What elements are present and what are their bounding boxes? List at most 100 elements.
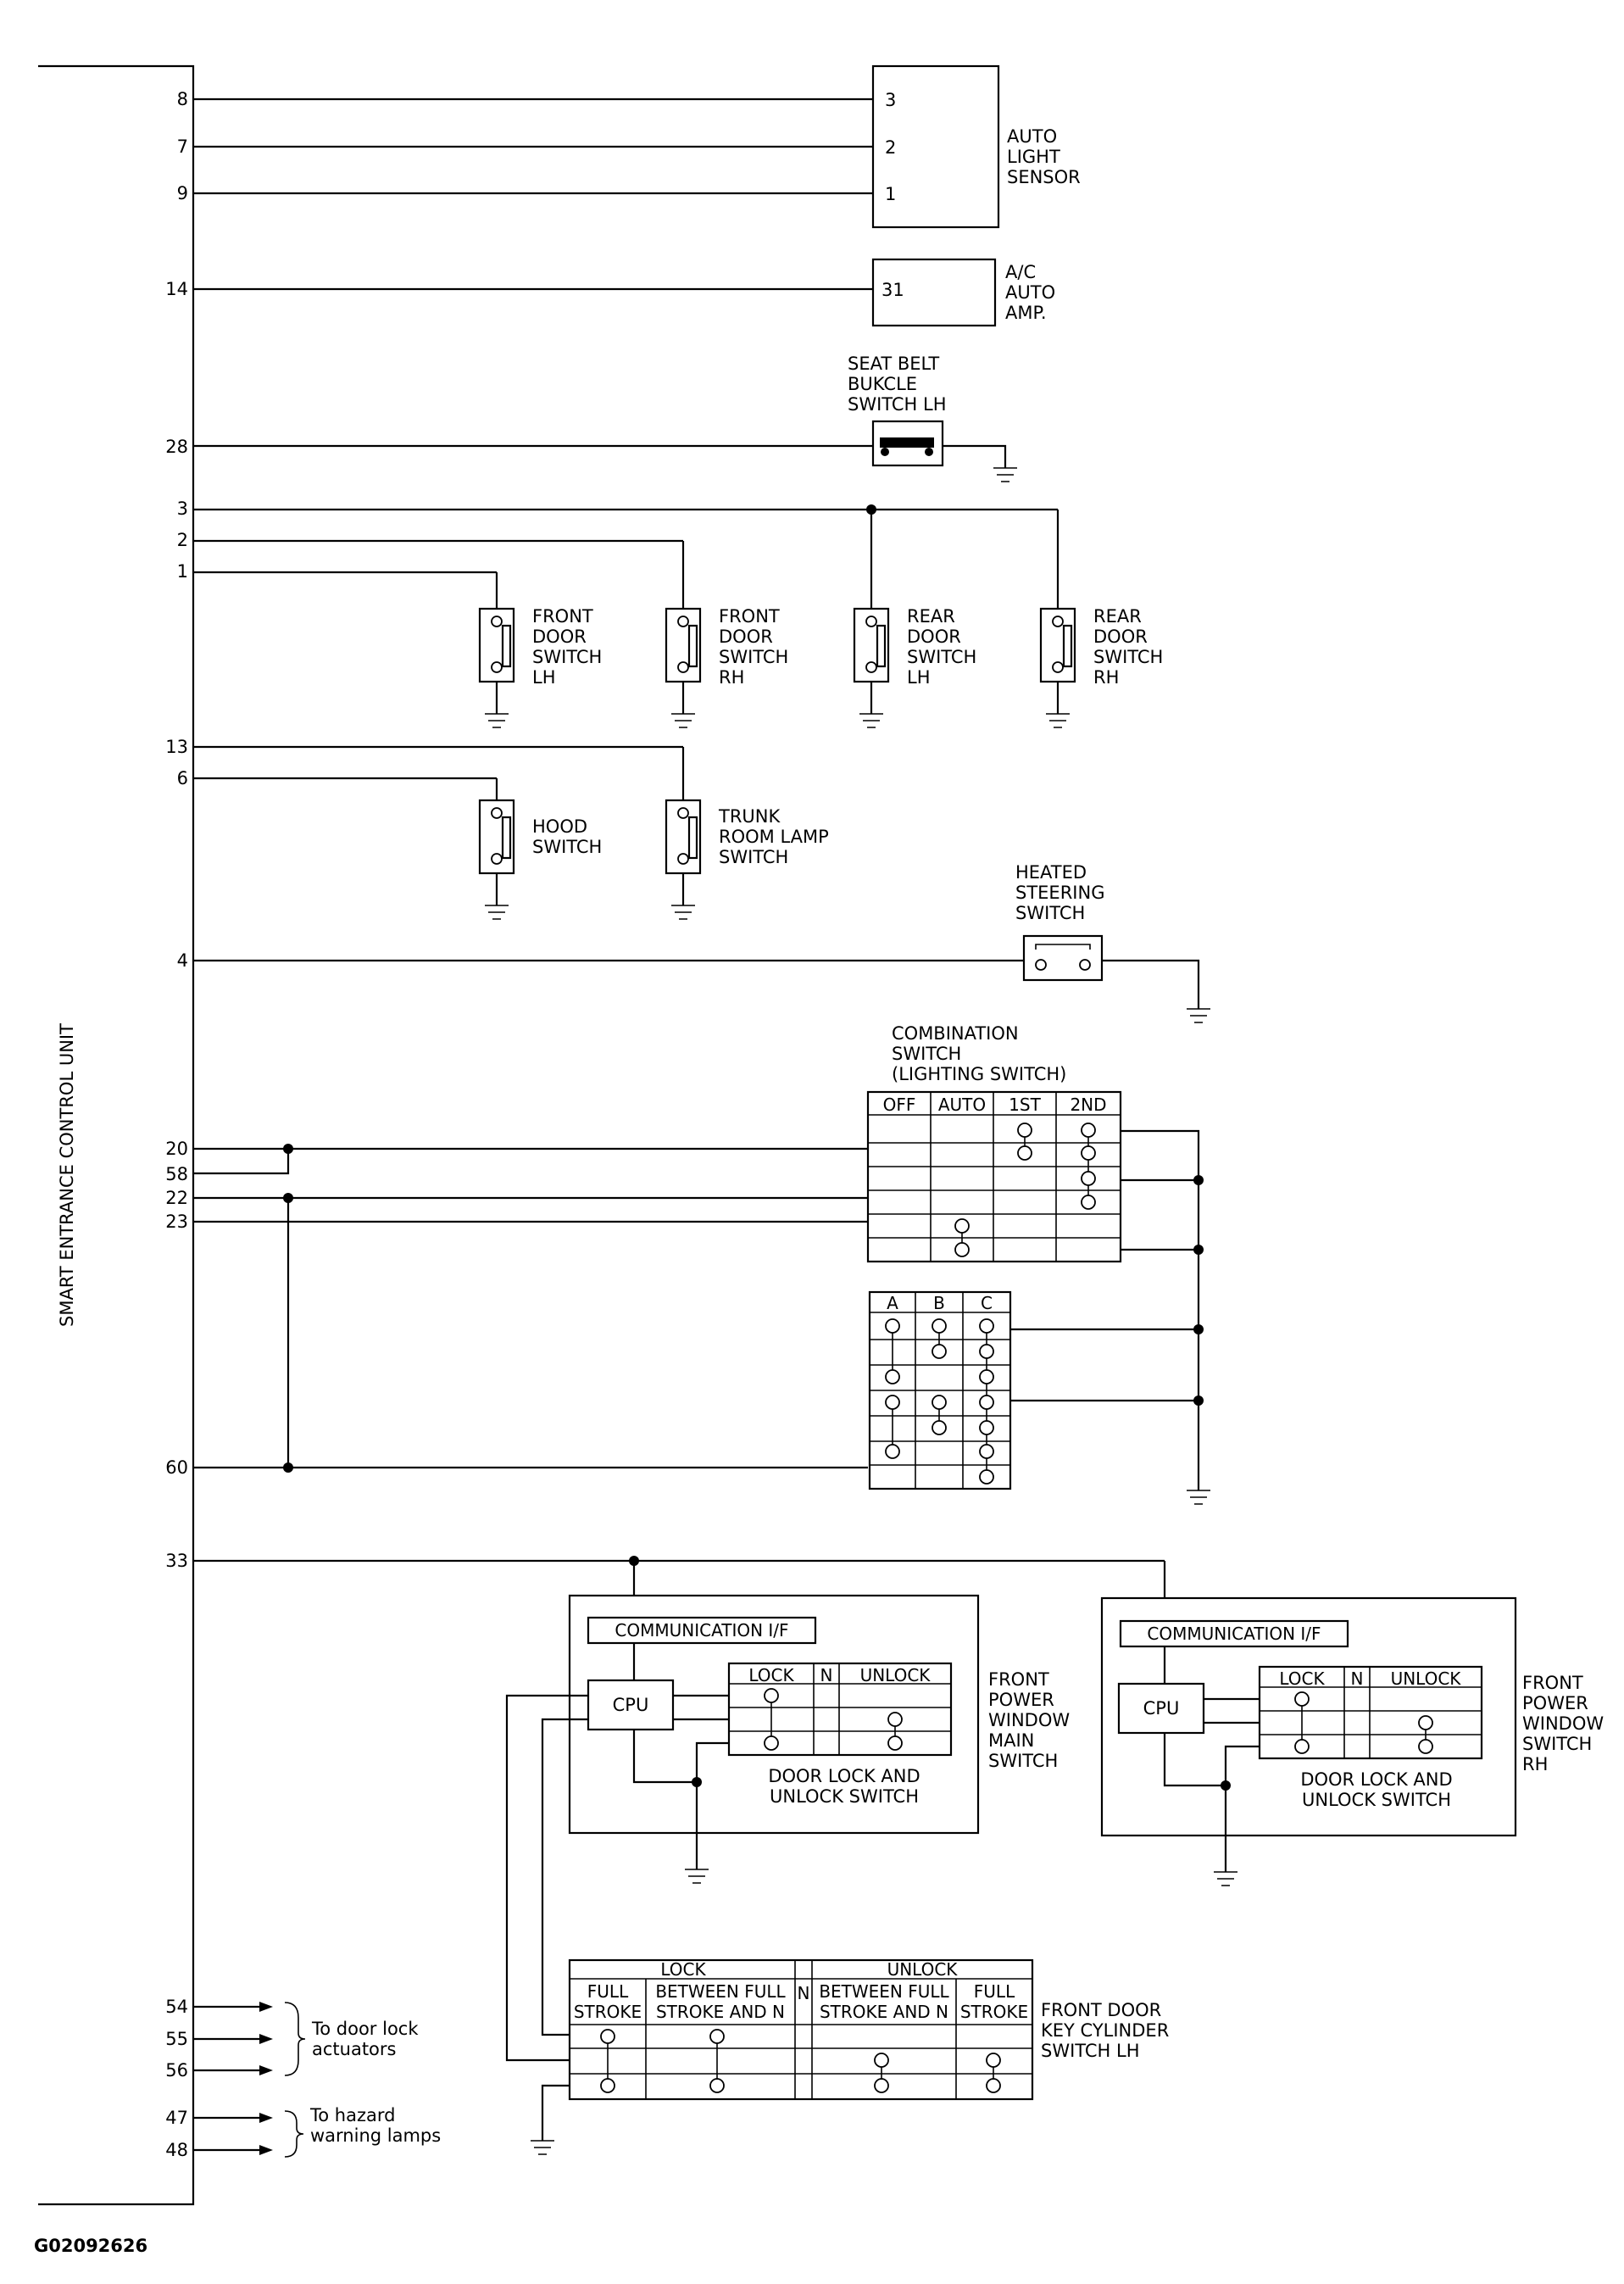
svg-text:STROKE: STROKE bbox=[960, 2002, 1028, 2022]
svg-text:DOOR: DOOR bbox=[907, 627, 961, 647]
svg-text:SWITCH: SWITCH bbox=[892, 1044, 961, 1064]
pin-4: 4 bbox=[177, 950, 188, 971]
main-comm-label: COMMUNICATION I/F bbox=[615, 1620, 788, 1641]
svg-text:N: N bbox=[820, 1665, 833, 1685]
svg-text:LOCK: LOCK bbox=[660, 1959, 706, 1980]
sensor-terminal-3: 3 bbox=[885, 90, 896, 110]
svg-text:HOOD: HOOD bbox=[532, 816, 587, 837]
pin-9: 9 bbox=[177, 183, 188, 203]
control-unit-outline bbox=[38, 64, 195, 2206]
door-lock-outputs: To door lock actuators bbox=[193, 2002, 419, 2076]
svg-text:STROKE AND N: STROKE AND N bbox=[820, 2002, 948, 2022]
combination-switch-wiring bbox=[193, 1144, 868, 1473]
trunk-room-lamp-switch: TRUNK ROOM LAMP SWITCH bbox=[665, 799, 829, 920]
svg-text:RH: RH bbox=[1093, 667, 1119, 688]
door-lock-note-2: actuators bbox=[312, 2039, 396, 2059]
svg-text:FRONT DOOR: FRONT DOOR bbox=[1041, 2000, 1161, 2020]
svg-text:SWITCH LH: SWITCH LH bbox=[1041, 2041, 1140, 2061]
svg-text:RH: RH bbox=[719, 667, 744, 688]
svg-text:SWITCH: SWITCH bbox=[988, 1751, 1058, 1771]
svg-text:WINDOW: WINDOW bbox=[988, 1710, 1070, 1730]
svg-text:DOOR LOCK AND: DOOR LOCK AND bbox=[768, 1766, 920, 1786]
svg-text:SWITCH: SWITCH bbox=[907, 647, 976, 667]
svg-text:SWITCH: SWITCH bbox=[532, 837, 602, 857]
svg-text:SWITCH: SWITCH bbox=[719, 847, 788, 867]
rear-door-switch-lh: REAR DOOR SWITCH LH bbox=[853, 606, 976, 728]
amp-terminal-31: 31 bbox=[882, 280, 904, 300]
svg-text:TRUNK: TRUNK bbox=[718, 806, 781, 827]
svg-text:LH: LH bbox=[907, 667, 931, 688]
combination-ground-bus bbox=[1010, 1129, 1210, 1505]
svg-text:FRONT: FRONT bbox=[1522, 1673, 1583, 1693]
sensor-label-2: LIGHT bbox=[1007, 147, 1060, 167]
svg-text:POWER: POWER bbox=[1522, 1693, 1588, 1713]
svg-text:FULL: FULL bbox=[974, 1981, 1015, 2002]
hazard-outputs: To hazard warning lamps bbox=[193, 2105, 441, 2158]
svg-text:UNLOCK SWITCH: UNLOCK SWITCH bbox=[770, 1786, 919, 1807]
front-power-window-main-switch: COMMUNICATION I/F CPU LOCK N UNLOCK DOOR… bbox=[568, 1594, 1070, 1884]
pin-14: 14 bbox=[165, 279, 188, 299]
svg-text:N: N bbox=[798, 1983, 810, 2003]
combination-switch-label: COMBINATION SWITCH (LIGHTING SWITCH) bbox=[892, 1023, 1066, 1084]
front-door-switch-lh: FRONT DOOR SWITCH LH bbox=[478, 606, 602, 728]
svg-text:STEERING: STEERING bbox=[1015, 883, 1104, 903]
front-power-window-switch-rh: COMMUNICATION I/F CPU LOCK N UNLOCK DOOR… bbox=[1100, 1596, 1604, 1886]
svg-text:REAR: REAR bbox=[907, 606, 955, 627]
pin-8: 8 bbox=[177, 89, 188, 109]
sensor-terminal-1: 1 bbox=[885, 184, 896, 204]
pin-22: 22 bbox=[165, 1188, 188, 1208]
rh-comm-label: COMMUNICATION I/F bbox=[1147, 1624, 1321, 1644]
col-b: B bbox=[933, 1293, 945, 1313]
pin-6: 6 bbox=[177, 768, 188, 788]
svg-text:SWITCH: SWITCH bbox=[719, 647, 788, 667]
sensor-terminal-2: 2 bbox=[885, 137, 896, 158]
svg-text:BETWEEN FULL: BETWEEN FULL bbox=[655, 1981, 786, 2002]
col-auto: AUTO bbox=[938, 1095, 986, 1115]
pin-23: 23 bbox=[165, 1212, 188, 1232]
svg-text:WINDOW: WINDOW bbox=[1522, 1713, 1604, 1734]
pin-33: 33 bbox=[165, 1551, 188, 1571]
svg-text:REAR: REAR bbox=[1093, 606, 1142, 627]
main-cpu-label: CPU bbox=[613, 1695, 649, 1715]
hazard-note-2: warning lamps bbox=[310, 2125, 441, 2146]
seat-belt-label-1: SEAT BELT bbox=[848, 354, 939, 374]
amp-label-2: AUTO bbox=[1005, 282, 1055, 303]
figure-id: G02092626 bbox=[34, 2236, 147, 2256]
svg-text:(LIGHTING SWITCH): (LIGHTING SWITCH) bbox=[892, 1064, 1066, 1084]
svg-text:DOOR LOCK AND: DOOR LOCK AND bbox=[1300, 1769, 1452, 1790]
rh-cpu-label: CPU bbox=[1143, 1698, 1180, 1719]
svg-text:FRONT: FRONT bbox=[988, 1669, 1049, 1690]
svg-text:MAIN: MAIN bbox=[988, 1730, 1034, 1751]
svg-text:BETWEEN FULL: BETWEEN FULL bbox=[819, 1981, 949, 2002]
combination-switch-table-upper: OFF AUTO 1ST 2ND bbox=[866, 1090, 1122, 1263]
pin-28: 28 bbox=[165, 437, 188, 457]
col-2nd: 2ND bbox=[1070, 1095, 1106, 1115]
pin-7: 7 bbox=[177, 136, 188, 157]
seat-belt-switch: SEAT BELT BUKCLE SWITCH LH bbox=[193, 354, 1017, 482]
amp-label-1: A/C bbox=[1005, 262, 1036, 282]
col-a: A bbox=[887, 1293, 898, 1313]
pin-13: 13 bbox=[165, 737, 188, 757]
svg-text:SWITCH: SWITCH bbox=[532, 647, 602, 667]
svg-text:KEY CYLINDER: KEY CYLINDER bbox=[1041, 2020, 1169, 2041]
control-unit-label: SMART ENTRANCE CONTROL UNIT bbox=[57, 1023, 77, 1327]
col-off: OFF bbox=[883, 1095, 916, 1115]
heated-steering-switch: HEATED STEERING SWITCH bbox=[193, 862, 1210, 1023]
svg-text:SWITCH: SWITCH bbox=[1093, 647, 1163, 667]
hood-switch: HOOD SWITCH bbox=[478, 799, 602, 920]
ac-auto-amp: 31 A/C AUTO AMP. bbox=[193, 258, 1055, 327]
pin-20: 20 bbox=[165, 1139, 188, 1159]
svg-text:UNLOCK: UNLOCK bbox=[1391, 1668, 1462, 1689]
door-switch-wiring bbox=[193, 504, 1059, 617]
pin-60: 60 bbox=[165, 1457, 188, 1478]
pin-55: 55 bbox=[165, 2029, 188, 2049]
svg-text:ROOM LAMP: ROOM LAMP bbox=[719, 827, 829, 847]
front-door-switch-rh: FRONT DOOR SWITCH RH bbox=[665, 606, 788, 728]
svg-text:COMBINATION: COMBINATION bbox=[892, 1023, 1019, 1044]
sensor-label-1: AUTO bbox=[1007, 126, 1057, 147]
combination-switch-table-lower: A B C bbox=[868, 1290, 1012, 1490]
svg-text:POWER: POWER bbox=[988, 1690, 1054, 1710]
pin-54: 54 bbox=[165, 1997, 188, 2017]
svg-text:FULL: FULL bbox=[587, 1981, 629, 2002]
key-cylinder-switch-lh: LOCK N UNLOCK FULL STROKE BETWEEN FULL S… bbox=[505, 1694, 1169, 2155]
